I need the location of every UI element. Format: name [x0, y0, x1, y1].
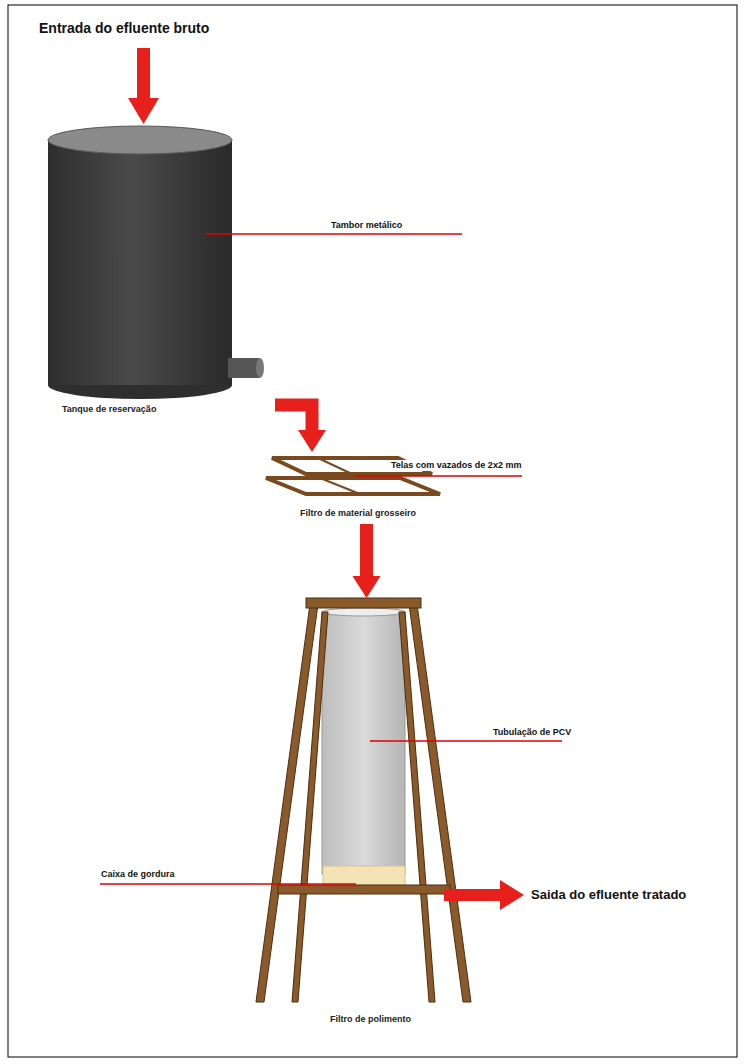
- metal-drum: [48, 126, 264, 399]
- stand-leg: [292, 612, 328, 1002]
- arrow-head: [298, 430, 326, 452]
- flow-arrow: [353, 524, 381, 598]
- grease-box: [323, 866, 405, 886]
- unit-caption: Filtro de material grosseiro: [300, 508, 416, 519]
- outlet-arrow: [444, 880, 524, 910]
- screen-bar: [320, 478, 360, 494]
- pvc-top: [322, 608, 405, 616]
- part-label: Telas com vazados de 2x2 mm: [390, 460, 522, 471]
- leader-line: [205, 233, 462, 235]
- part-label: Caixa de gordura: [100, 869, 176, 880]
- arrow-head: [500, 880, 524, 910]
- stand-leg: [399, 612, 435, 1002]
- stand-top: [306, 598, 421, 608]
- arrow-head: [128, 98, 159, 124]
- unit-caption: Tanque de reservação: [62, 404, 156, 415]
- pvc-pipe: [322, 612, 405, 874]
- stand-shelf: [278, 885, 450, 894]
- arrow-shaft: [275, 405, 312, 432]
- part-label: Entrada do efluente bruto: [38, 20, 210, 37]
- part-label: Tambor metálico: [330, 220, 403, 231]
- leader-line: [100, 883, 356, 885]
- frame-border: [8, 5, 737, 1057]
- screen-frame: [266, 478, 440, 494]
- screen-bar: [318, 458, 352, 474]
- drum-body: [48, 140, 232, 385]
- leader-line: [355, 475, 522, 477]
- leader-line: [370, 740, 562, 742]
- part-label: Tubulação de PCV: [492, 727, 572, 738]
- treatment-unit: Filtro de material grosseiro: [255, 452, 480, 524]
- arrow-shaft: [444, 889, 502, 901]
- arrow-shaft: [137, 48, 150, 100]
- part-label: Saida do efluente tratado: [530, 887, 687, 903]
- outlet-opening: [256, 358, 264, 378]
- flow-arrow: [275, 405, 326, 452]
- treatment-unit: Filtro de polimento: [250, 598, 478, 1030]
- treatment-unit: Tanque de reservação: [40, 120, 275, 420]
- outlet-pipe: [228, 358, 260, 378]
- unit-caption: Filtro de polimento: [330, 1014, 411, 1025]
- inlet-arrow: [128, 48, 159, 124]
- arrow-head: [353, 576, 381, 598]
- arrow-shaft: [360, 524, 373, 578]
- polishing-filter: [256, 598, 471, 1002]
- drum-top: [48, 126, 232, 154]
